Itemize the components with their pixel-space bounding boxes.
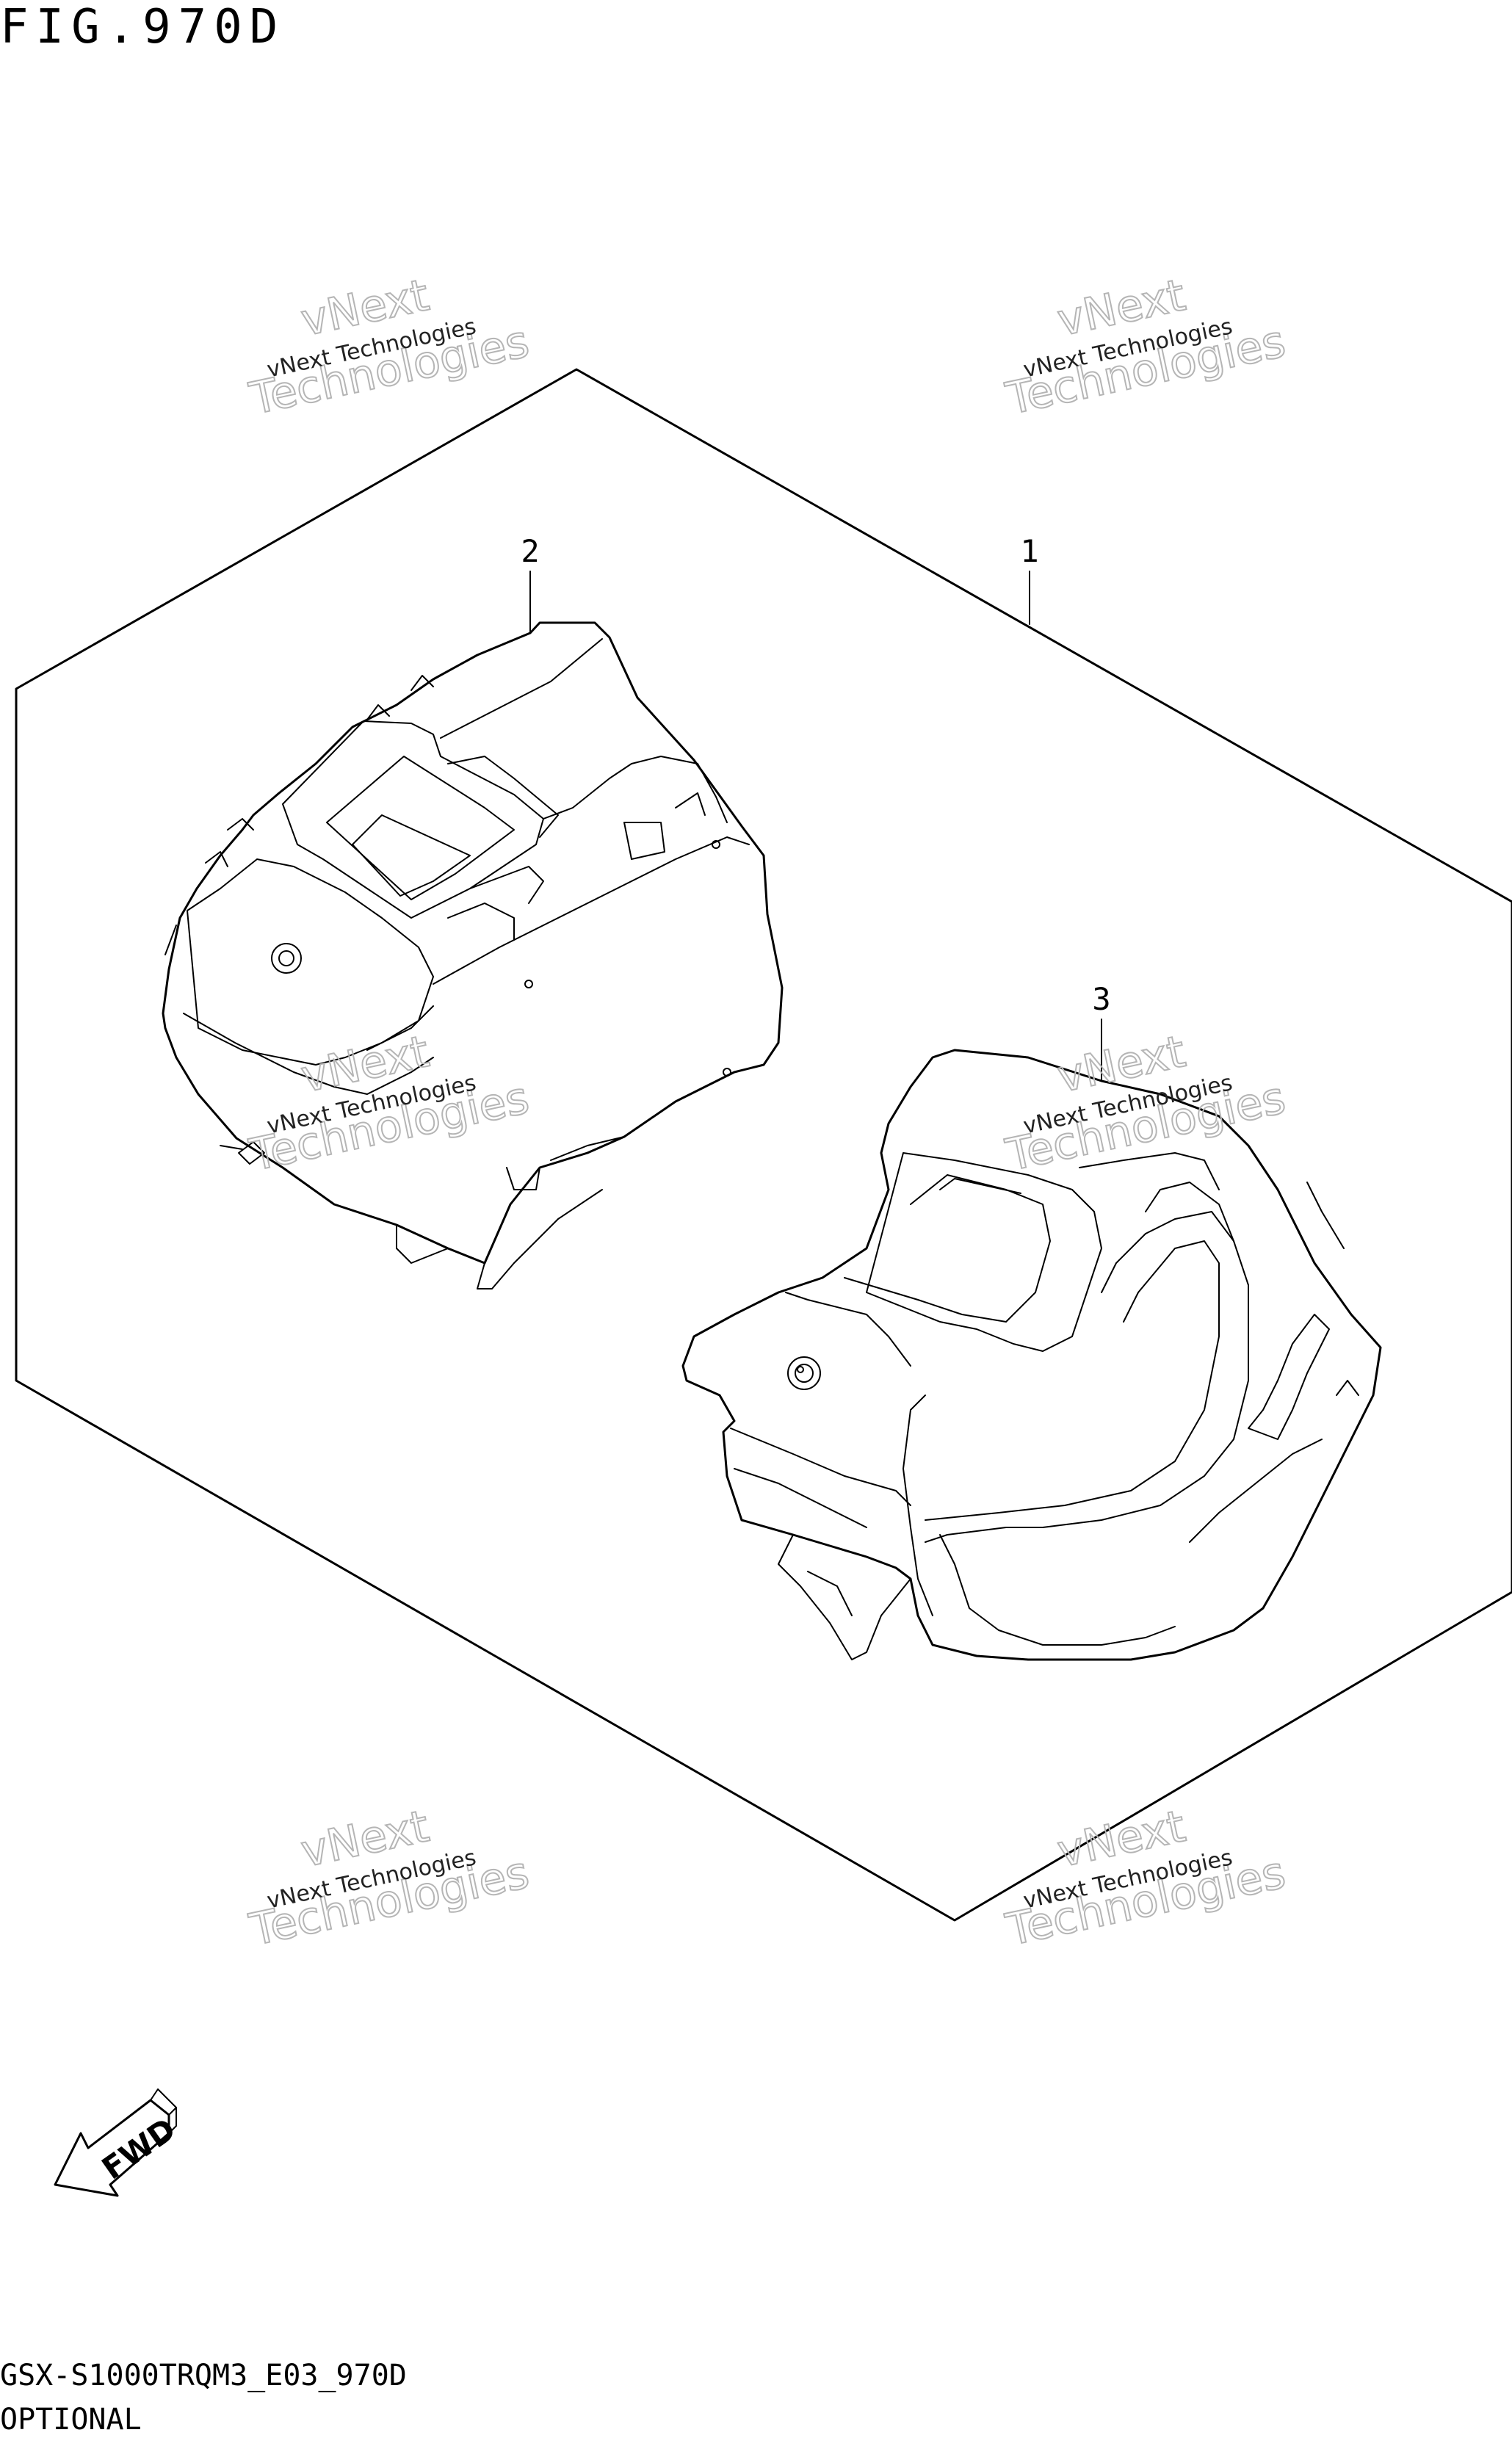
watermark-mid-right: vNext Technologies vNext Technologies [1001, 1025, 1291, 1182]
callout-2-label: 2 [521, 533, 539, 569]
kit-outline-hexagon [15, 368, 1512, 1922]
watermark-bottom-right: vNext Technologies vNext Technologies [1001, 1800, 1291, 1957]
callout-1[interactable]: 1 [1020, 533, 1039, 625]
hand-guard-left-drawing [162, 621, 784, 1289]
model-code: GSX-S1000TRQM3_E03_970D [0, 2359, 407, 2392]
optional-note: OPTIONAL [0, 2403, 142, 2437]
callout-2[interactable]: 2 [521, 533, 540, 634]
callout-1-label: 1 [1020, 533, 1038, 569]
callout-3-label: 3 [1092, 981, 1110, 1017]
watermark-bottom-left: vNext Technologies vNext Technologies [245, 1800, 535, 1957]
figure-title: FIG.970D [0, 0, 285, 54]
watermark-mid-left: vNext Technologies vNext Technologies [245, 1025, 535, 1182]
fwd-label: FWD [95, 2110, 182, 2186]
fwd-direction-arrow: FWD [54, 2088, 182, 2197]
watermark-top-right: vNext Technologies vNext Technologies [1001, 269, 1291, 426]
callout-3[interactable]: 3 [1092, 981, 1111, 1082]
hand-guard-right-drawing [681, 1049, 1382, 1661]
watermark-top-left: vNext Technologies vNext Technologies [245, 269, 535, 426]
